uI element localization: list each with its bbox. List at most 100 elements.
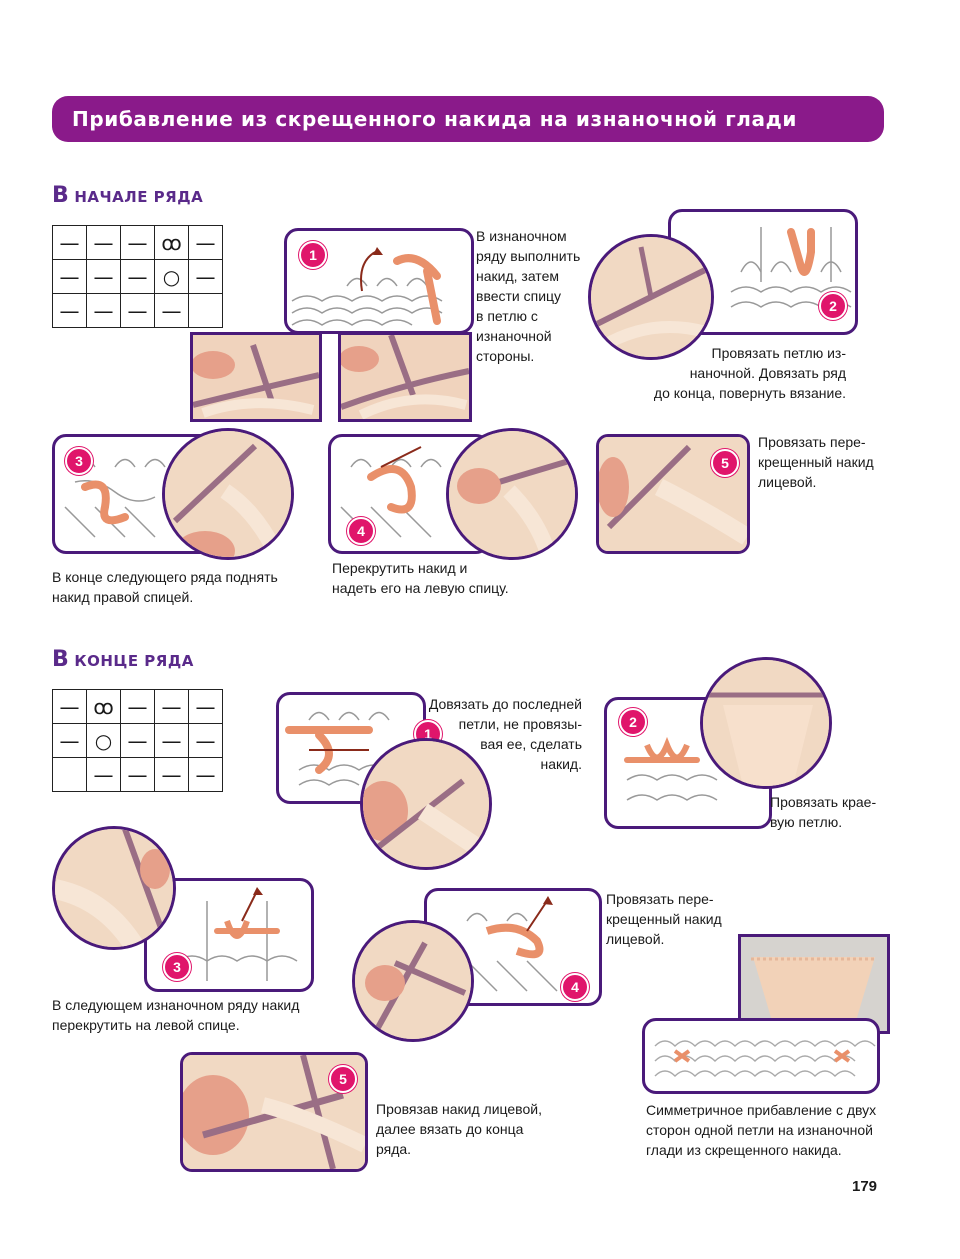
section-banner: Прибавление из скрещенного накида на изн… [52,96,884,142]
caption-line: надеть его на левую спицу. [332,580,509,596]
section-heading-rest: КОНЦЕ РЯДА [74,652,194,670]
chart-cell-empty [53,758,87,792]
caption-line: Провязать крае- [770,794,877,810]
chart-cell-purl: — [120,723,155,758]
knitting-photo-illustration [741,937,887,1031]
knitting-photo-illustration [55,829,173,947]
section-heading-rest: НАЧАЛЕ РЯДА [74,188,204,206]
step-number-badge: 1 [299,241,327,269]
step3-photo-circle [162,428,294,560]
step-number-badge: 3 [163,953,191,981]
chart-cell-purl: — [154,723,189,758]
stitch-diagram-illustration [285,711,390,786]
end-step3-photo-circle [52,826,176,950]
chart-cell-purl: — [120,293,155,328]
chart-cell-purl: — [120,757,155,792]
stitch-diagram-illustration [624,736,718,801]
chart-cell-purl: — [120,689,155,724]
step-number-badge: 4 [561,973,589,1001]
chart-cell-purl: — [188,723,223,758]
caption-line: В изнаночном [476,228,567,244]
knitting-photo-illustration [183,1055,365,1169]
caption-line: вая ее, сделать [480,736,582,752]
end-step3-caption: В следующем изнаночном ряду накид перекр… [52,995,299,1035]
step1-diagram: 1 [284,228,474,334]
knitting-photo-illustration [703,660,829,786]
knitting-photo-illustration [591,237,711,357]
caption-line: накид. [540,756,582,772]
end-step4-photo-circle [352,920,474,1042]
caption-line: крещенный накид [606,911,722,927]
knitting-photo-illustration [599,437,747,551]
knitting-photo-illustration [363,741,489,867]
caption-line: ряду выполнить [476,248,581,264]
caption-line: Перекрутить накид и [332,560,468,576]
stitch-diagram-illustration [466,896,558,992]
chart-cell-purl: — [52,259,87,294]
step2-photo-circle [588,234,714,360]
knitting-photo-illustration [355,923,471,1039]
caption-line: ввести спицу [476,288,562,304]
caption-line: накид правой спицей. [52,589,194,605]
chart-cell-purl: — [120,225,155,260]
chart-cell-crossed-knit: ꝏ [154,225,189,260]
page-number: 179 [852,1178,878,1195]
caption-line: В следующем изнаночном ряду накид [52,997,300,1013]
caption-line: перекрутить на левой спице. [52,1017,240,1033]
end-step2-photo-circle [700,657,832,789]
caption-line: сторон одной петли на изнаночной [646,1122,874,1138]
chart-cell-purl: — [86,757,121,792]
knitting-chart-end: — ꝏ — — — — ○ — — — — — — — [52,689,223,792]
chart-cell-purl: — [188,259,223,294]
step1-photo-b [338,332,472,422]
caption-line: ряда. [376,1141,412,1157]
caption-line: вую петлю. [770,814,843,830]
section-heading-start-of-row: В НАЧАЛЕ РЯДА [52,183,203,208]
caption-line: далее вязать до конца [376,1121,524,1137]
chart-cell-purl: — [52,689,87,724]
section-heading-cap: В [52,647,69,672]
step1-caption: В изнаночном ряду выполнить накид, затем… [476,226,580,366]
chart-cell-purl: — [52,225,87,260]
stitch-diagram-illustration [176,887,298,981]
end-step1-caption: Довязать до последней петли, не провязы-… [420,694,582,774]
knitting-photo-illustration [449,431,575,557]
caption-line: Довязать до последней [428,696,582,712]
step4-photo-circle [446,428,578,560]
end-step5-caption: Провязав накид лицевой, далее вязать до … [376,1099,542,1159]
end-step5-photo: 5 [180,1052,368,1172]
knitting-photo-illustration [341,335,469,419]
end-step4-caption: Провязать пере- крещенный накид лицевой. [606,889,722,949]
final-diagram [642,1018,880,1094]
step3-caption: В конце следующего ряда поднять накид пр… [52,567,278,607]
chart-cell-purl: — [52,723,87,758]
end-step2-caption: Провязать крае- вую петлю. [770,792,876,832]
knitting-photo-illustration [193,335,319,419]
caption-line: до конца, повернуть вязание. [653,385,846,401]
caption-line: Провязать пере- [606,891,714,907]
caption-line: В конце следующего ряда поднять [52,569,278,585]
chart-cell-yarn-over: ○ [86,723,121,758]
stitch-diagram-illustration [64,458,166,538]
chart-cell-empty [189,294,223,328]
chart-cell-purl: — [52,293,87,328]
chart-cell-crossed-knit: ꝏ [86,689,121,724]
step1-photo-a [190,332,322,422]
caption-line: Симметричное прибавление с двух [646,1102,877,1118]
stitch-diagram-illustration [340,446,442,538]
step2-caption: Провязать петлю из- наночной. Довязать р… [646,343,846,403]
knitting-chart-start: — — — ꝏ — — — — ○ — — — — — [52,225,223,328]
step-number-badge: 2 [819,292,847,320]
caption-line: лицевой. [606,931,665,947]
step5-photo: 5 [596,434,750,554]
caption-line: наночной. Довязать ряд [689,365,846,381]
stitch-diagram-illustration [730,227,852,308]
step4-caption: Перекрутить накид и надеть его на левую … [332,558,509,598]
chart-cell-purl: — [188,757,223,792]
caption-line: изнаночной [476,328,552,344]
chart-cell-purl: — [120,259,155,294]
chart-cell-yarn-over: ○ [154,259,189,294]
stitch-diagram-illustration [654,1040,876,1078]
section-heading-end-of-row: В КОНЦЕ РЯДА [52,647,194,672]
caption-line: лицевой. [758,474,817,490]
